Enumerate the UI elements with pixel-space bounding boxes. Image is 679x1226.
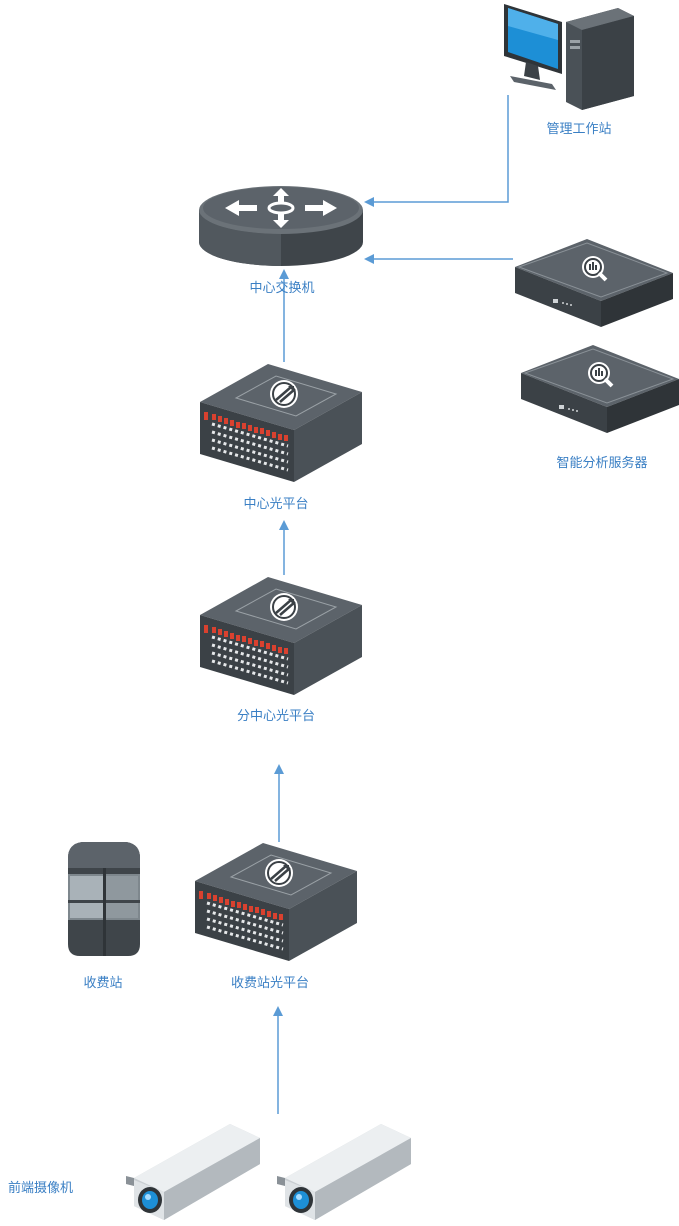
optical-rack-icon xyxy=(200,364,362,482)
link-workstation-to-switch xyxy=(364,95,509,207)
center-optical-label: 中心光平台 xyxy=(243,496,309,511)
optical-rack-icon xyxy=(195,843,357,961)
rack-ports xyxy=(204,625,289,685)
router-switch-icon xyxy=(199,186,363,266)
optical-rack-icon xyxy=(200,577,362,695)
analysis-server-icon xyxy=(515,239,673,327)
analysis-server-icon xyxy=(521,345,679,433)
core-switch-label: 中心交换机 xyxy=(249,280,315,295)
rack-ports xyxy=(199,891,284,951)
analysis-server-label: 智能分析服务器 xyxy=(556,455,648,470)
toll-booth-icon xyxy=(68,842,140,956)
workstation-label: 管理工作站 xyxy=(546,121,612,136)
toll-station-label: 收费站 xyxy=(83,975,123,990)
rack-ports xyxy=(204,412,289,472)
desktop-computer-icon xyxy=(504,4,634,110)
bullet-camera-icon xyxy=(277,1124,411,1220)
bullet-camera-icon xyxy=(126,1124,260,1220)
toll-optical-label: 收费站光平台 xyxy=(230,975,310,990)
sub-center-optical-label: 分中心光平台 xyxy=(236,708,316,723)
front-camera-label: 前端摄像机 xyxy=(8,1180,74,1195)
